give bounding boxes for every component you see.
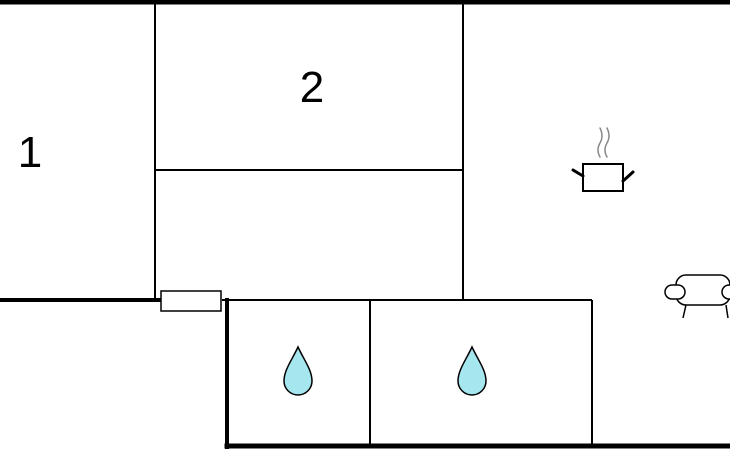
- room-1-label: 1: [18, 128, 42, 177]
- water-drop-icon: [457, 345, 487, 396]
- water-drop-icon: [283, 345, 313, 396]
- cooking-pot-icon: [571, 127, 635, 192]
- sofa-icon: [664, 274, 730, 319]
- radiator-icon: [160, 290, 222, 312]
- room-2-label: 2: [300, 63, 324, 112]
- interior-walls: [154, 2, 593, 446]
